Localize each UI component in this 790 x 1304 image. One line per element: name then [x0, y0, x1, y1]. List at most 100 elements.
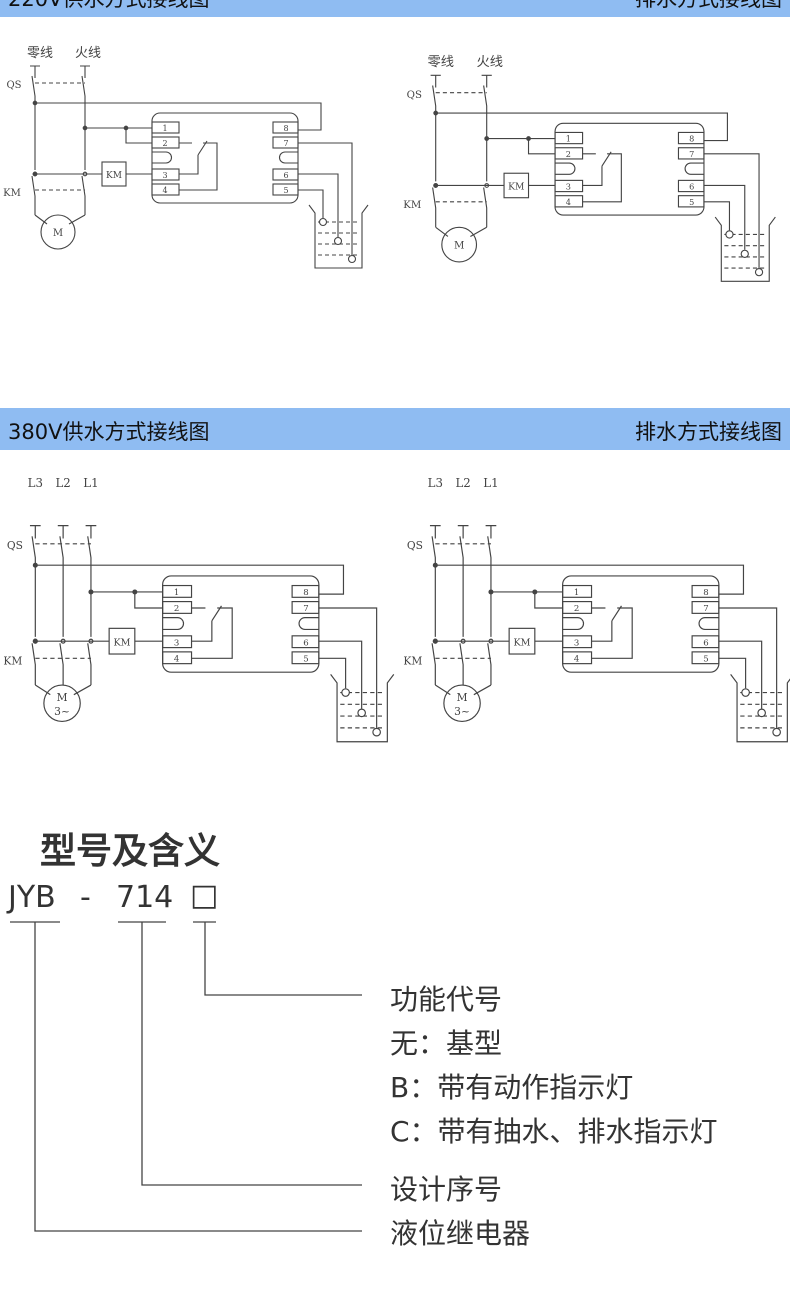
probe-wire-5	[718, 657, 747, 689]
junction-dot	[433, 183, 439, 188]
terminal-number: 8	[703, 588, 708, 598]
terminal-number: 6	[689, 182, 694, 192]
power-line	[85, 525, 97, 686]
terminal-number: 5	[283, 186, 288, 195]
terminal-number: 8	[283, 124, 288, 133]
terminal-number: 1	[566, 134, 571, 144]
relay-contact	[591, 605, 633, 659]
slot-left	[162, 617, 185, 630]
water-tank	[308, 204, 369, 269]
junction-dot	[32, 171, 38, 177]
km-coil-box	[508, 627, 536, 655]
km-coil-label: KM	[106, 171, 122, 181]
probe-wire-5	[318, 657, 347, 689]
phase-label-l2: L2	[455, 476, 470, 490]
relay-body	[554, 122, 705, 216]
motor-3phase-label: 3~	[454, 705, 470, 718]
terminal-right	[291, 584, 320, 598]
wire-to-1-2	[486, 137, 556, 155]
probe-wire-7	[703, 153, 760, 269]
km-coil-label: KM	[113, 637, 130, 648]
power-line	[429, 525, 441, 686]
drain-wiring-title-220v: 排水方式接线图	[635, 0, 782, 13]
slot-right	[279, 151, 298, 164]
terminal-right	[691, 601, 720, 614]
code-prefix: JYB	[8, 880, 56, 915]
motor-circle	[441, 226, 478, 263]
km-label: KM	[403, 200, 421, 211]
slot-right	[298, 617, 319, 630]
terminal-left	[554, 131, 584, 145]
terminal-number: 3	[174, 638, 179, 648]
km-label: KM	[3, 188, 21, 199]
terminal-number: 2	[174, 604, 179, 614]
junction-dot	[32, 562, 38, 568]
power-line	[481, 74, 492, 228]
probe-wire-6	[703, 184, 746, 250]
terminal-right	[677, 131, 705, 145]
qs-label: QS	[407, 539, 423, 552]
relay-contact	[191, 605, 233, 659]
terminal-number: 1	[174, 588, 179, 598]
live-label: 火线	[477, 54, 504, 70]
terminal-number: 8	[689, 134, 694, 144]
probe-wire-5	[298, 189, 324, 218]
terminal-number: 4	[174, 655, 180, 665]
terminal-number: 4	[566, 197, 571, 207]
junction-dot	[532, 589, 538, 595]
terminal-number: 5	[703, 655, 708, 665]
desc-design-no: 设计序号	[390, 1173, 503, 1206]
terminal-number: 2	[574, 604, 579, 614]
leader-relay	[10, 921, 362, 1232]
junction-dot	[433, 110, 439, 116]
probe-wire-7	[318, 607, 378, 728]
diagram-220v: 零线火线QSKMMKM12348765	[3, 46, 369, 269]
terminal-left	[151, 121, 180, 134]
terminal-right	[691, 651, 720, 665]
wire-to-1-2	[85, 127, 152, 144]
km-coil-box	[101, 161, 127, 187]
code-box: □	[190, 878, 219, 913]
power-line	[80, 65, 90, 215]
junction-dot	[88, 589, 94, 595]
probe-7	[772, 727, 781, 737]
probe-5	[341, 688, 350, 697]
km-coil-label: KM	[513, 637, 530, 648]
header-bar-380v: 380V供水方式接线图 排水方式接线图	[0, 408, 790, 450]
motor-3phase-label: 3~	[54, 705, 70, 718]
wiring-diagrams: 零线火线QSKMMKM12348765零线火线QSKMMKM12348765L3…	[3, 46, 790, 743]
probe-7	[372, 727, 381, 737]
desc-basic: 无：基型	[390, 1027, 503, 1060]
relay-contact	[582, 151, 622, 203]
desc-option-b: B：带有动作指示灯	[390, 1071, 634, 1104]
slot-left	[152, 151, 172, 164]
relay-body	[162, 575, 320, 673]
km-coil-box	[503, 172, 530, 199]
relay-body	[562, 575, 720, 673]
qs-label: QS	[6, 80, 21, 91]
probe-5	[725, 230, 734, 239]
km-label: KM	[403, 655, 422, 668]
power-line	[57, 525, 69, 686]
probe-wire-6	[298, 173, 339, 237]
power-line	[457, 525, 469, 686]
terminal-number: 2	[162, 139, 167, 148]
junction-dot	[132, 589, 138, 595]
wire-to-1-2	[490, 591, 563, 609]
terminal-number: 2	[566, 149, 571, 159]
terminal-number: 4	[574, 655, 580, 665]
km-coil-label: KM	[508, 182, 524, 193]
probe-wire-6	[318, 640, 363, 709]
wire-to-8	[35, 102, 322, 131]
junction-dot	[484, 136, 490, 141]
probe-wire-5	[703, 201, 731, 231]
terminal-number: 5	[303, 655, 308, 665]
terminal-right	[691, 584, 720, 598]
terminal-number: 6	[283, 171, 288, 180]
probe-5	[318, 217, 328, 227]
desc-function-code: 功能代号	[390, 983, 503, 1016]
probe-wire-6	[718, 640, 763, 709]
terminal-number: 7	[283, 139, 288, 148]
